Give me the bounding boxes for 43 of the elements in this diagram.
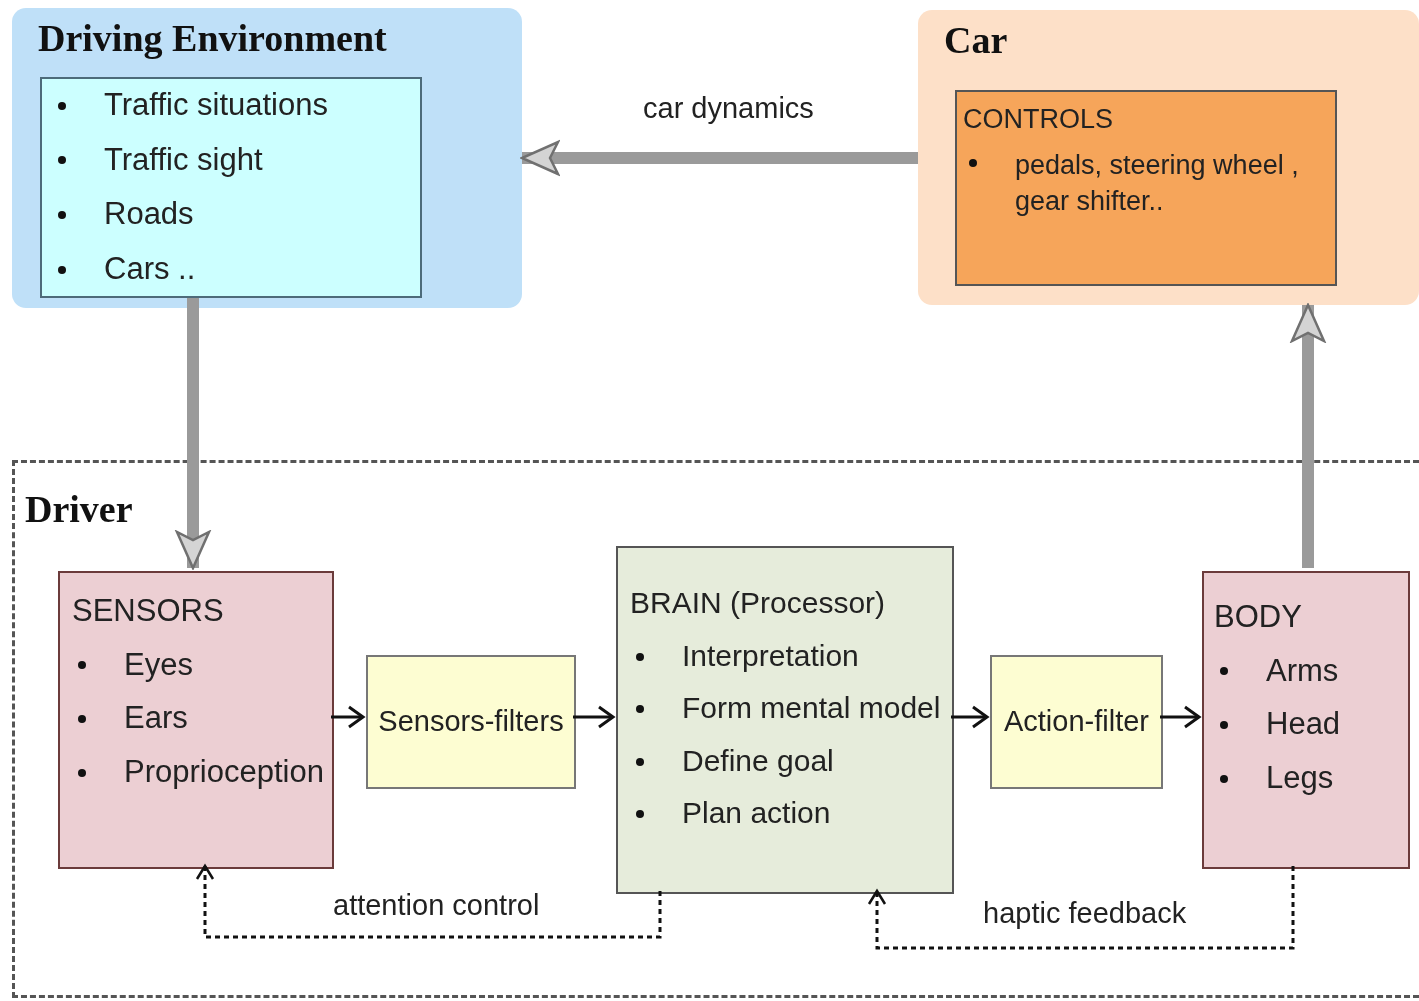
controls-box [955,90,1337,286]
brain-box [616,546,954,894]
arrow [331,705,365,729]
driver-region [12,460,1419,998]
list-item: pedals, steering wheel , gear shifter.. [963,147,1329,220]
list-item: Define goal [630,743,940,778]
list-item: Proprioception [72,753,320,790]
feedback-arrow [195,864,662,939]
filter-box [366,655,576,789]
car-panel [918,10,1419,305]
box-heading: CONTROLS [963,104,1115,136]
box-label: Action-filter [1003,705,1149,739]
group-title: Driving Environment [38,16,387,60]
list-item: Legs [1214,759,1398,796]
list-item: Traffic situations [52,87,410,123]
list-item: Arms [1214,652,1398,689]
list-item: Head [1214,706,1398,742]
box-label: Sensors-filters [378,705,564,739]
list-box [40,77,422,298]
list-item: Interpretation [630,638,940,673]
box-heading: BRAIN (Processor) [630,586,887,621]
body-box [1202,571,1410,869]
list-item: Form mental model [630,691,940,726]
arrow [1290,303,1326,568]
arrow [573,705,615,729]
filter-box [990,655,1163,789]
arrow [1160,705,1201,729]
list-item: Traffic sight [52,141,410,178]
feedback-arrow [867,866,1295,950]
group-title: Driver [25,487,133,531]
box-heading: SENSORS [72,593,225,629]
list-item: Eyes [72,646,320,683]
group-title: Car [944,18,1008,62]
arrow [175,298,211,570]
arrow [951,705,989,729]
environment-panel [12,8,522,308]
list-item: Plan action [630,796,940,831]
list-item: Ears [72,700,320,736]
sensors-box [58,571,334,869]
list-item: Roads [52,196,410,232]
list-item: Cars .. [52,250,410,287]
box-heading: BODY [1214,599,1303,635]
arrow [520,140,918,176]
